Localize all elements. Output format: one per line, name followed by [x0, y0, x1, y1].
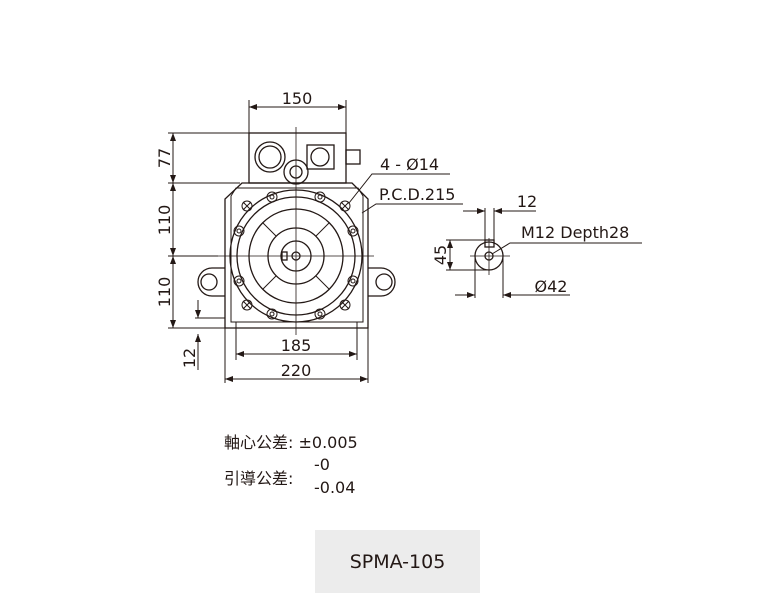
dim-overall-width: 220: [281, 361, 312, 380]
pilot-tolerance-label: 引導公差:: [224, 469, 294, 488]
dim-shaft-height: 45: [431, 245, 450, 265]
dim-box-height: 77: [155, 148, 174, 168]
dim-foot-span: 185: [281, 336, 312, 355]
dim-top-width: 150: [282, 89, 313, 108]
dim-shaft-dia: Ø42: [535, 277, 568, 296]
shaft-end-detail: [446, 208, 642, 298]
dim-upper-half: 110: [155, 205, 174, 236]
dim-thread: M12 Depth28: [521, 223, 629, 242]
axial-tolerance-label: 軸心公差:: [224, 433, 294, 452]
dimension-lines: [168, 100, 463, 383]
axial-tolerance: 軸心公差: ±0.005: [224, 429, 358, 453]
pilot-tolerance-lower: -0.04: [314, 478, 356, 497]
pilot-tolerance-upper: -0: [314, 455, 330, 474]
dim-key-width: 12: [517, 192, 537, 211]
dim-foot-height: 12: [180, 348, 199, 368]
dim-bolt-holes: 4 - Ø14: [380, 155, 439, 174]
terminal-box: [248, 132, 361, 184]
model-label: SPMA-105: [315, 530, 480, 593]
dim-lower-half: 110: [155, 277, 174, 308]
motor-flange: [224, 182, 369, 329]
dim-pcd: P.C.D.215: [379, 185, 455, 204]
side-lifting-eyes: [197, 267, 396, 297]
axial-tolerance-value: ±0.005: [298, 433, 358, 452]
